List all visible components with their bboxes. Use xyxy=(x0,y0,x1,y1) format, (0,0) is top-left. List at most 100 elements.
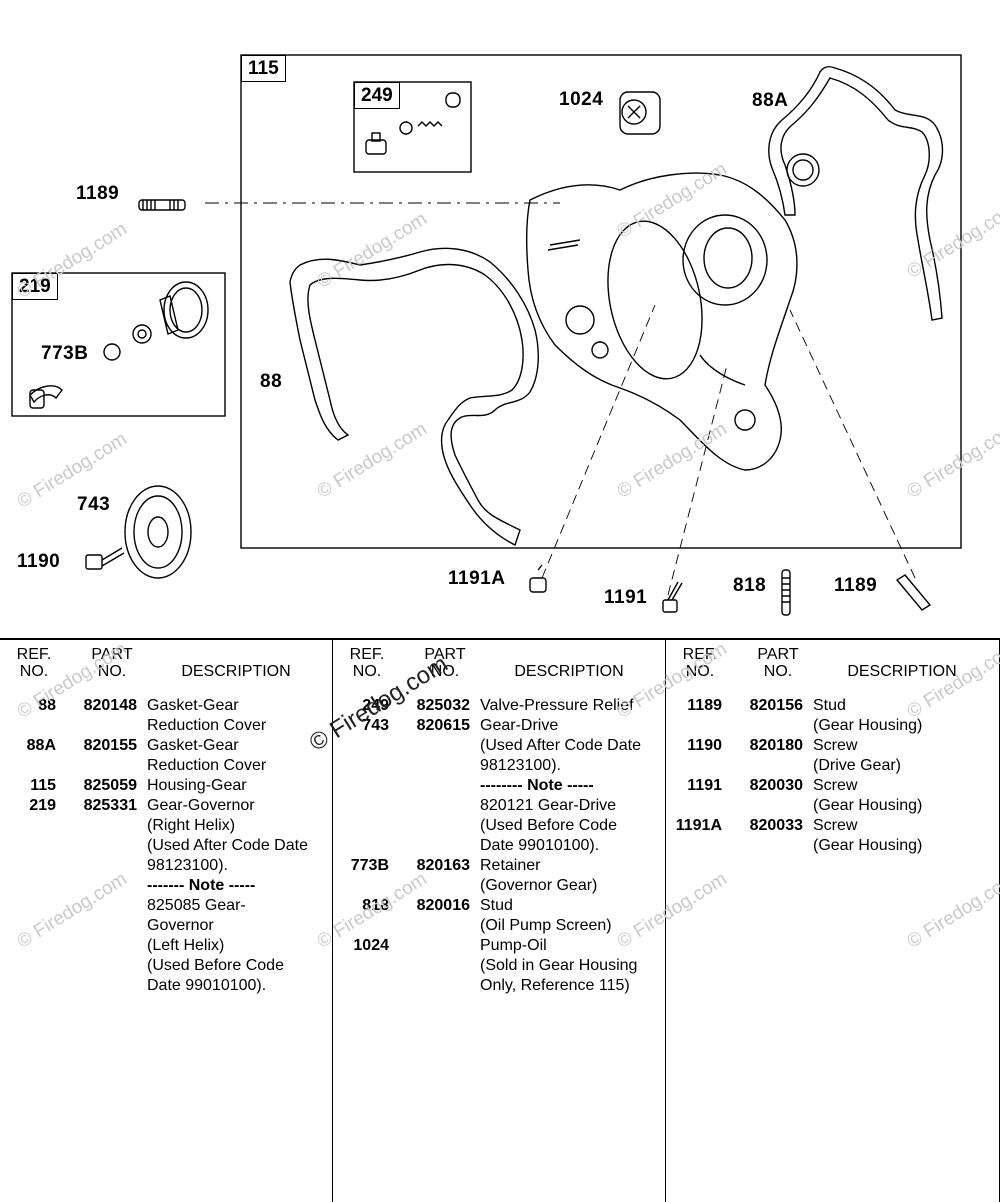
description-line: (Used Before Code xyxy=(480,817,617,834)
header-ref-no: REF.NO. xyxy=(349,646,385,680)
description: Screw(Gear Housing) xyxy=(813,776,1000,816)
description: Screw (Drive Gear) xyxy=(813,736,1000,776)
description-line: 98123100). xyxy=(480,757,561,774)
description: Stud(Oil Pump Screen) xyxy=(480,896,670,936)
description-line: Screw xyxy=(813,737,858,754)
part-no: 820163 xyxy=(416,857,470,874)
callout-743: 743 xyxy=(77,494,111,515)
stud-818 xyxy=(781,569,791,616)
drive-gear-743 xyxy=(124,485,192,579)
description-line: (Gear Housing) xyxy=(813,837,923,854)
diagram-drawing xyxy=(11,54,962,616)
part-row: 1191A 820033 Screw (Gear Housing) xyxy=(666,816,999,856)
part-row: 249 825032 Valve-Pressure Relief xyxy=(333,696,665,716)
header-ref-no: REF.NO. xyxy=(682,646,718,680)
stud-1189-right xyxy=(895,574,932,611)
exploded-parts-diagram: 115 249 219 1024 88A 1189 773B 88 743 11… xyxy=(11,54,962,616)
description-line: Screw xyxy=(813,817,858,834)
callout-1191a: 1191A xyxy=(448,568,506,589)
ref-no: 249 xyxy=(362,697,389,714)
governor-box-219 xyxy=(11,272,226,417)
part-no xyxy=(389,936,470,996)
part-no: 820155 xyxy=(83,737,137,754)
description-line: (Gear Housing) xyxy=(813,717,923,734)
callout-88a: 88A xyxy=(752,90,789,111)
description-line: Gear-Governor xyxy=(147,797,255,814)
description-line: Date 99010100). xyxy=(480,837,600,854)
description-line: Pump-Oil xyxy=(480,937,547,954)
part-no: 820033 xyxy=(749,817,803,834)
part-no: 820016 xyxy=(416,897,470,914)
description-line: Stud xyxy=(480,897,513,914)
callout-1190: 1190 xyxy=(17,551,61,572)
gasket-88a xyxy=(768,66,944,321)
description: Retainer(Governor Gear) xyxy=(480,856,670,896)
callout-219: 219 xyxy=(12,273,58,300)
part-no: 825331 xyxy=(83,797,137,814)
description-line: Reduction Cover xyxy=(147,717,267,734)
description: Valve-Pressure Relief xyxy=(480,696,670,716)
ref-no: 219 xyxy=(29,797,56,814)
screw-1191a xyxy=(529,564,547,593)
description-line: (Drive Gear) xyxy=(813,757,902,774)
callout-115: 115 xyxy=(241,55,286,82)
part-no: 820030 xyxy=(749,777,803,794)
description-line: Valve-Pressure Relief xyxy=(480,697,634,714)
stud-1189-left xyxy=(138,199,186,211)
callout-249: 249 xyxy=(354,82,400,109)
ref-no: 1191A xyxy=(675,817,722,834)
callout-1189-left: 1189 xyxy=(76,183,120,204)
screw-1190 xyxy=(85,547,125,570)
description-line: Gasket-Gear xyxy=(147,697,239,714)
housing-box-115 xyxy=(240,54,962,549)
part-no: 825032 xyxy=(416,697,470,714)
ref-no: 773B xyxy=(350,857,389,874)
screw-1191 xyxy=(662,581,683,613)
description-line: (Governor Gear) xyxy=(480,877,598,894)
description-line: ------- Note ----- xyxy=(147,877,256,894)
description-line: 820121 Gear-Drive xyxy=(480,797,617,814)
description: Screw (Gear Housing) xyxy=(813,816,1000,856)
callout-1191: 1191 xyxy=(604,587,648,608)
callout-818: 818 xyxy=(733,575,767,596)
description-line: (Used After Code Date xyxy=(147,837,308,854)
description-line: 825085 Gear- xyxy=(147,897,246,914)
ref-no: 1189 xyxy=(687,697,722,714)
description-line: (Sold in Gear Housing xyxy=(480,957,638,974)
header-description: DESCRIPTION xyxy=(847,663,957,680)
ref-no: 1024 xyxy=(353,937,389,954)
description-line: Screw xyxy=(813,777,858,794)
part-no: 820148 xyxy=(83,697,137,714)
description-line: Housing-Gear xyxy=(147,777,247,794)
description-line: Only, Reference 115) xyxy=(480,977,630,994)
part-no: 825059 xyxy=(83,777,137,794)
ref-no: 1190 xyxy=(687,737,722,754)
description-line: Reduction Cover xyxy=(147,757,267,774)
description-line: (Right Helix) xyxy=(147,817,236,834)
relief-valve-parts xyxy=(365,92,461,155)
gasket-88 xyxy=(289,247,539,546)
part-no: 820615 xyxy=(416,717,470,734)
header-description: DESCRIPTION xyxy=(181,663,291,680)
oil-pump-1024 xyxy=(619,91,661,135)
